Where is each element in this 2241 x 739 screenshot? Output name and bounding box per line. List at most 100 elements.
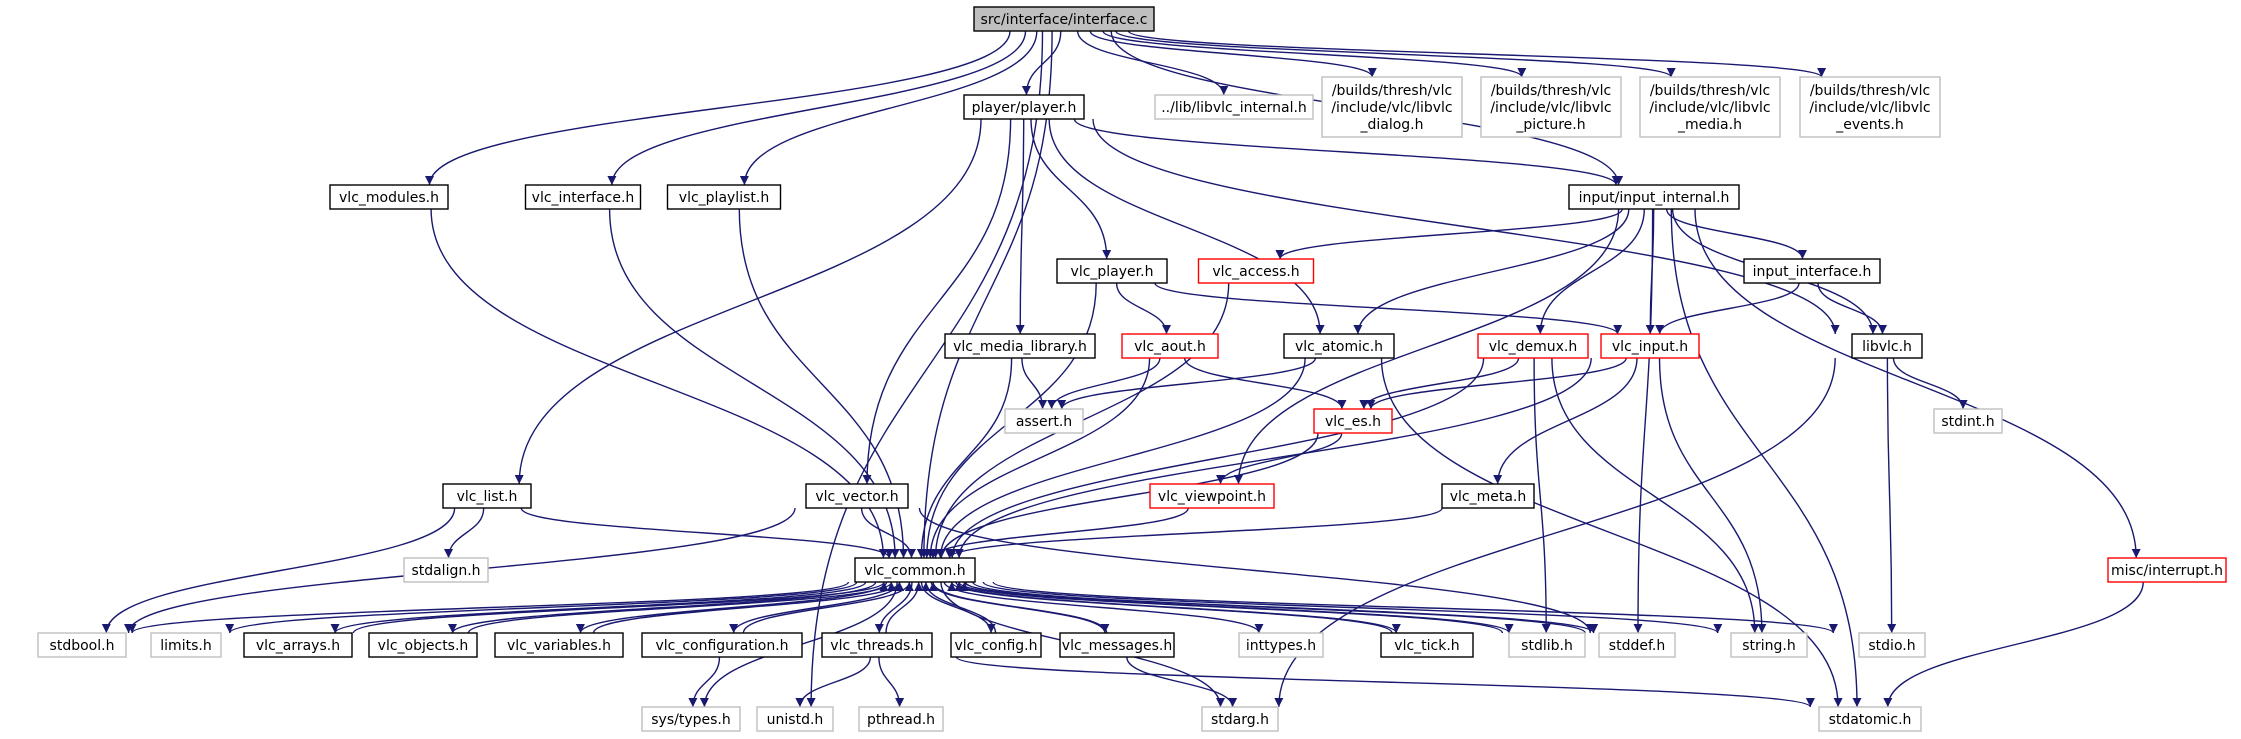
node-vlc-common[interactable]: vlc_common.h bbox=[854, 557, 976, 583]
node-vlc-configuration[interactable]: vlc_configuration.h bbox=[641, 632, 803, 658]
edge-vlc_meta-to-vlc_common bbox=[945, 507, 1443, 559]
node-vlc-config[interactable]: vlc_config.h bbox=[950, 632, 1042, 658]
node-label: misc/interrupt.h bbox=[2111, 563, 2223, 579]
node-vlc-messages[interactable]: vlc_messages.h bbox=[1059, 632, 1175, 658]
edge-vlc_input-to-vlc_common bbox=[954, 357, 1592, 559]
edge-root-to-vlc_common bbox=[919, 30, 1053, 559]
edge-player_h-to-vlc_media_library bbox=[1015, 118, 1025, 335]
edge-vlc_list-to-vlc_common bbox=[520, 507, 894, 559]
node-box bbox=[2107, 557, 2227, 583]
edge-input_interface-to-vlc_input bbox=[1655, 282, 1800, 335]
node-vlc-list[interactable]: vlc_list.h bbox=[442, 483, 532, 509]
edge-vlc_common-to-stdio bbox=[992, 581, 1838, 634]
node-box bbox=[1851, 333, 1923, 359]
node-vlc-tick[interactable]: vlc_tick.h bbox=[1380, 632, 1474, 658]
edge-input_internal-to-vlc_access bbox=[1275, 208, 1623, 260]
node-label: vlc_tick.h bbox=[1394, 638, 1459, 654]
node-libvlc-picture: /builds/thresh/vlc/include/vlc/libvlc_pi… bbox=[1480, 76, 1622, 138]
node-label: stdalign.h bbox=[411, 563, 480, 579]
node-label: player/player.h bbox=[972, 100, 1077, 116]
node-label: _picture.h bbox=[1515, 117, 1585, 133]
node-label: vlc_input.h bbox=[1612, 339, 1688, 355]
node-box bbox=[243, 632, 353, 658]
node-vlc-playlist[interactable]: vlc_playlist.h bbox=[666, 184, 782, 210]
node-vlc-input[interactable]: vlc_input.h bbox=[1600, 333, 1700, 359]
edge-input_interface-to-libvlc_h bbox=[1817, 282, 1887, 335]
node-label: stdatomic.h bbox=[1829, 712, 1912, 728]
node-limits: limits.h bbox=[150, 632, 222, 658]
node-input-interface[interactable]: input_interface.h bbox=[1743, 258, 1881, 284]
node-root[interactable]: src/interface/interface.c bbox=[973, 6, 1155, 32]
node-input-internal[interactable]: input/input_internal.h bbox=[1568, 184, 1740, 210]
edge-vlc_common-to-vlc_arrays bbox=[330, 581, 867, 634]
edge-stddef-to-vlc_common bbox=[960, 581, 1586, 634]
node-box bbox=[37, 632, 127, 658]
node-box bbox=[1380, 632, 1474, 658]
edge-vlc_input-to-vlc_es bbox=[1366, 357, 1627, 410]
node-unistd: unistd.h bbox=[756, 706, 834, 732]
edge-vlc_list-to-stdalign bbox=[444, 507, 485, 559]
node-misc-interrupt[interactable]: misc/interrupt.h bbox=[2107, 557, 2227, 583]
node-box bbox=[442, 483, 532, 509]
edge-vlc_messages-to-stdarg bbox=[1126, 656, 1238, 708]
node-box bbox=[1799, 76, 1941, 138]
edge-vlc_variables-to-vlc_common bbox=[592, 581, 904, 634]
node-libvlc-h[interactable]: libvlc.h bbox=[1851, 333, 1923, 359]
node-vlc-aout[interactable]: vlc_aout.h bbox=[1121, 333, 1219, 359]
node-box bbox=[1056, 258, 1168, 284]
node-vlc-meta[interactable]: vlc_meta.h bbox=[1441, 483, 1535, 509]
node-box bbox=[1568, 184, 1740, 210]
node-box bbox=[1600, 333, 1700, 359]
node-vlc-player[interactable]: vlc_player.h bbox=[1056, 258, 1168, 284]
node-box bbox=[1121, 333, 1219, 359]
edge-libvlc_h-to-stdint bbox=[1892, 357, 1968, 410]
node-label: stdbool.h bbox=[50, 638, 115, 654]
node-vlc-viewpoint[interactable]: vlc_viewpoint.h bbox=[1149, 483, 1275, 509]
node-stdint: stdint.h bbox=[1933, 408, 2003, 434]
edge-vlc_list-to-stdbool bbox=[101, 507, 456, 634]
node-vlc-arrays[interactable]: vlc_arrays.h bbox=[243, 632, 353, 658]
edge-vlc_messages-to-vlc_common bbox=[928, 581, 1108, 634]
node-label: _events.h bbox=[1835, 117, 1904, 133]
edge-vlc_common-to-limits bbox=[225, 581, 858, 634]
edge-vlc_common-to-stdbool bbox=[127, 581, 850, 634]
node-label: vlc_es.h bbox=[1325, 414, 1381, 430]
edge-input_internal-to-stddef bbox=[1633, 208, 1654, 634]
node-player-h[interactable]: player/player.h bbox=[963, 94, 1085, 120]
node-box bbox=[1933, 408, 2003, 434]
node-box bbox=[1858, 632, 1926, 658]
node-box bbox=[1154, 94, 1314, 120]
edge-vlc_media_library-to-assert bbox=[1021, 357, 1048, 410]
nodes: src/interface/interface.c player/player.h… bbox=[37, 6, 2227, 732]
node-vlc-demux[interactable]: vlc_demux.h bbox=[1477, 333, 1589, 359]
node-vlc-threads[interactable]: vlc_threads.h bbox=[821, 632, 933, 658]
edge-vlc_objects-to-vlc_common bbox=[467, 581, 896, 634]
node-vlc-media-library[interactable]: vlc_media_library.h bbox=[944, 333, 1096, 359]
node-label: /builds/thresh/vlc bbox=[1650, 83, 1770, 99]
edge-vlc_input-to-vlc_meta bbox=[1493, 357, 1638, 485]
edge-root-to-libvlc_internal bbox=[1076, 30, 1229, 96]
node-vlc-es[interactable]: vlc_es.h bbox=[1313, 408, 1393, 434]
node-box bbox=[524, 184, 642, 210]
node-box bbox=[641, 706, 741, 732]
node-label: vlc_vector.h bbox=[815, 489, 898, 505]
node-box bbox=[1149, 483, 1275, 509]
node-label: /builds/thresh/vlc bbox=[1491, 83, 1611, 99]
node-box bbox=[403, 557, 489, 583]
node-label: /include/vlc/libvlc bbox=[1331, 100, 1452, 116]
node-vlc-access[interactable]: vlc_access.h bbox=[1197, 258, 1315, 284]
node-vlc-vector[interactable]: vlc_vector.h bbox=[805, 483, 909, 509]
node-label: assert.h bbox=[1016, 414, 1072, 430]
node-vlc-variables[interactable]: vlc_variables.h bbox=[494, 632, 624, 658]
node-label: stdarg.h bbox=[1211, 712, 1269, 728]
node-vlc-atomic[interactable]: vlc_atomic.h bbox=[1283, 333, 1395, 359]
node-label: /builds/thresh/vlc bbox=[1810, 83, 1930, 99]
node-vlc-interface[interactable]: vlc_interface.h bbox=[524, 184, 642, 210]
node-vlc-modules[interactable]: vlc_modules.h bbox=[329, 184, 449, 210]
edge-root-to-libvlc_dialog bbox=[1089, 30, 1377, 78]
node-box bbox=[494, 632, 624, 658]
node-libvlc-events: /builds/thresh/vlc/include/vlc/libvlc_ev… bbox=[1799, 76, 1941, 138]
node-label: unistd.h bbox=[767, 712, 824, 728]
edge-root-to-player_h bbox=[1021, 30, 1062, 96]
node-vlc-objects[interactable]: vlc_objects.h bbox=[368, 632, 478, 658]
